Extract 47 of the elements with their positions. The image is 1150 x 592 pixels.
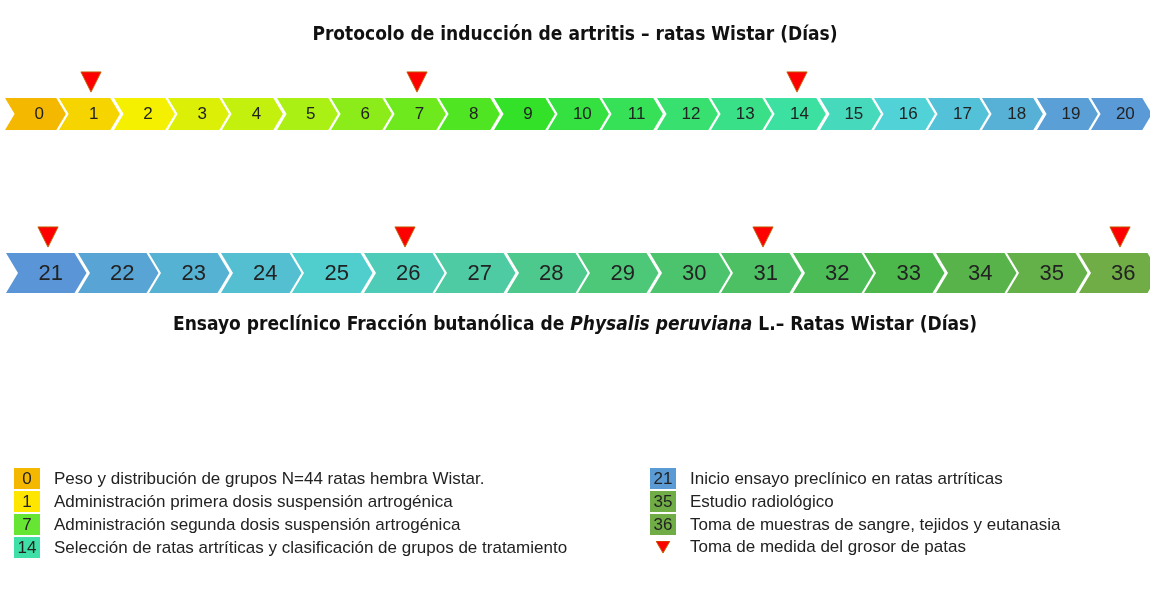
- chevron-step: 32: [792, 253, 876, 293]
- chevron-step: 0: [5, 98, 69, 130]
- chevron-step: 20: [1091, 98, 1150, 130]
- legend-text: Inicio ensayo preclínico en ratas artríticas: [690, 468, 1003, 489]
- legend-text: Administración primera dosis suspensión artrogénica: [54, 491, 453, 512]
- chevron-step: 2: [113, 98, 178, 130]
- legend-swatch: 35: [650, 491, 676, 512]
- chevron-step: 6: [330, 98, 395, 130]
- legend-swatch: 21: [650, 468, 676, 489]
- down-triangle-icon: [1109, 226, 1132, 248]
- legend-text: Toma de muestras de sangre, tejidos y eutanasia: [690, 514, 1061, 535]
- down-triangle-icon: [406, 71, 429, 93]
- chevron-step: 22: [77, 253, 161, 293]
- chevron-step: 12: [656, 98, 721, 130]
- legend-text: Peso y distribución de grupos N=44 ratas hembra Wistar.: [54, 468, 485, 489]
- chevron-step: 30: [649, 253, 733, 293]
- legend-text: Toma de medida del grosor de patas: [690, 537, 966, 557]
- legend-text: Selección de ratas artríticas y clasificación de grupos de tratamiento: [54, 537, 568, 558]
- chevron-step: 34: [935, 253, 1019, 293]
- down-triangle-icon: [80, 71, 103, 93]
- legend-swatch: 36: [650, 514, 676, 535]
- down-triangle-icon: [751, 226, 774, 248]
- chevron-step: 17: [928, 98, 992, 130]
- chevron-step: 24: [220, 253, 304, 293]
- legend-text: Estudio radiológico: [690, 491, 834, 512]
- chevron-step: 36: [1078, 253, 1150, 293]
- chevron-step: 28: [506, 253, 590, 293]
- chevron-step: 9: [493, 98, 558, 130]
- legend-swatch: 1: [14, 491, 40, 512]
- legend-swatch: 14: [14, 537, 40, 558]
- down-triangle-icon: [36, 226, 59, 248]
- chevron-step: 3: [167, 98, 232, 130]
- timeline-title: Protocolo de inducción de artritis – ratas Wistar (Días): [311, 22, 839, 44]
- chevron-step: 19: [1036, 98, 1101, 130]
- legend-swatch: 0: [14, 468, 40, 489]
- chevron-step: 7: [385, 98, 449, 130]
- legend-text: Administración segunda dosis suspensión artrogénica: [54, 514, 461, 535]
- timeline-caption: Ensayo preclínico Fracción butanólica de Physalis peruviana L.– Ratas Wistar (Días): [171, 312, 979, 334]
- chevron-step: 5: [276, 98, 341, 130]
- chevron-step: 13: [710, 98, 775, 130]
- chevron-step: 10: [548, 98, 612, 130]
- chevron-step: 26: [363, 253, 447, 293]
- down-triangle-icon: [786, 71, 809, 93]
- chevron-step: 16: [873, 98, 938, 130]
- down-triangle-icon: [394, 226, 417, 248]
- legend-swatch: 7: [14, 514, 40, 535]
- chevron-step: 15: [819, 98, 884, 130]
